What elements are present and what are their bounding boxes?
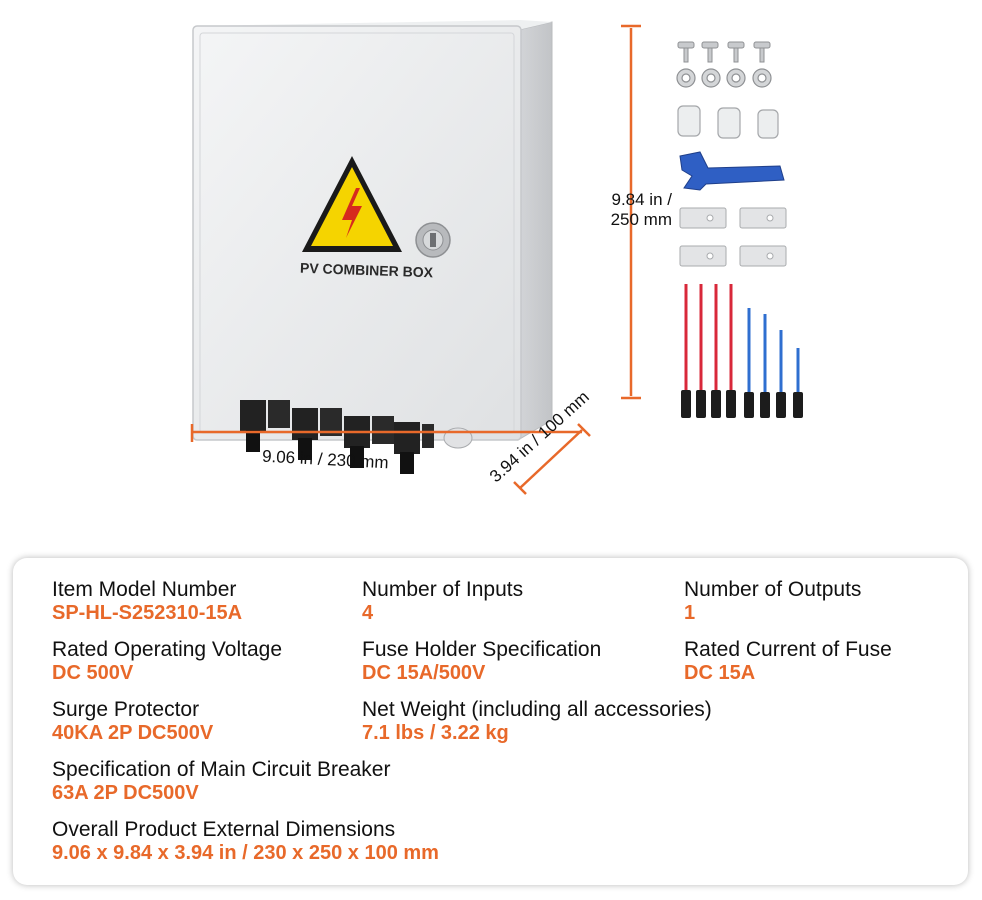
height-dimension-label: 9.84 in / 250 mm xyxy=(600,190,672,230)
spec-label: Rated Operating Voltage xyxy=(52,638,282,661)
spec-value: 63A 2P DC500V xyxy=(52,782,199,804)
screws-icon xyxy=(677,41,771,63)
spec-label: Number of Outputs xyxy=(684,578,862,601)
spec-rated-operating-voltage: Rated Operating Voltage DC 500V xyxy=(52,638,282,685)
door-lock-icon xyxy=(415,222,451,258)
spec-overall-dimensions: Overall Product External Dimensions 9.06… xyxy=(52,818,439,865)
red-wires-icon xyxy=(684,284,733,392)
spec-value: SP-HL-S252310-15A xyxy=(52,602,243,624)
spec-value: 7.1 lbs / 3.22 kg xyxy=(362,722,509,744)
warning-triangle-icon xyxy=(302,156,402,252)
spec-label: Net Weight (including all accessories) xyxy=(362,698,712,721)
spec-rated-current-of-fuse: Rated Current of Fuse DC 15A xyxy=(684,638,892,685)
spec-item-model-number: Item Model Number SP-HL-S252310-15A xyxy=(52,578,242,625)
blue-wires-icon xyxy=(747,308,800,394)
height-dimension-line xyxy=(621,24,641,400)
product-figure xyxy=(190,20,803,495)
spec-value: DC 500V xyxy=(52,662,134,684)
spec-label: Fuse Holder Specification xyxy=(362,638,602,661)
spec-label: Overall Product External Dimensions xyxy=(52,818,396,841)
cable-glands-icon xyxy=(677,105,779,139)
mc4-wrench-icon xyxy=(679,151,785,191)
spec-number-of-inputs: Number of Inputs 4 xyxy=(362,578,523,625)
spec-label: Item Model Number xyxy=(52,578,237,601)
nuts-icon xyxy=(676,68,772,88)
spec-label: Specification of Main Circuit Breaker xyxy=(52,758,391,781)
width-dimension-line xyxy=(190,424,582,442)
spec-value: 1 xyxy=(684,602,696,624)
combiner-box xyxy=(192,20,553,474)
depth-dimension-line xyxy=(513,423,591,495)
spec-value: 4 xyxy=(362,602,374,624)
spec-panel xyxy=(13,558,968,885)
spec-value: 9.06 x 9.84 x 3.94 in / 230 x 250 x 100 … xyxy=(52,842,439,864)
spec-value: 40KA 2P DC500V xyxy=(52,722,214,744)
spec-fuse-holder: Fuse Holder Specification DC 15A/500V xyxy=(362,638,601,685)
spec-label: Surge Protector xyxy=(52,698,200,721)
height-dimension-line2: 250 mm xyxy=(610,210,672,229)
mounting-brackets-icon xyxy=(679,207,787,267)
spec-main-circuit-breaker: Specification of Main Circuit Breaker 63… xyxy=(52,758,390,805)
spec-label: Number of Inputs xyxy=(362,578,524,601)
wire-connectors-icon xyxy=(681,390,803,418)
spec-surge-protector: Surge Protector 40KA 2P DC500V xyxy=(52,698,213,745)
spec-net-weight: Net Weight (including all accessories) 7… xyxy=(362,698,712,745)
mc4-input-connectors xyxy=(240,400,473,474)
spec-number-of-outputs: Number of Outputs 1 xyxy=(684,578,861,625)
spec-label: Rated Current of Fuse xyxy=(684,638,892,661)
height-dimension-line1: 9.84 in / xyxy=(611,190,673,209)
spec-value: DC 15A xyxy=(684,662,756,684)
spec-value: DC 15A/500V xyxy=(362,662,486,684)
